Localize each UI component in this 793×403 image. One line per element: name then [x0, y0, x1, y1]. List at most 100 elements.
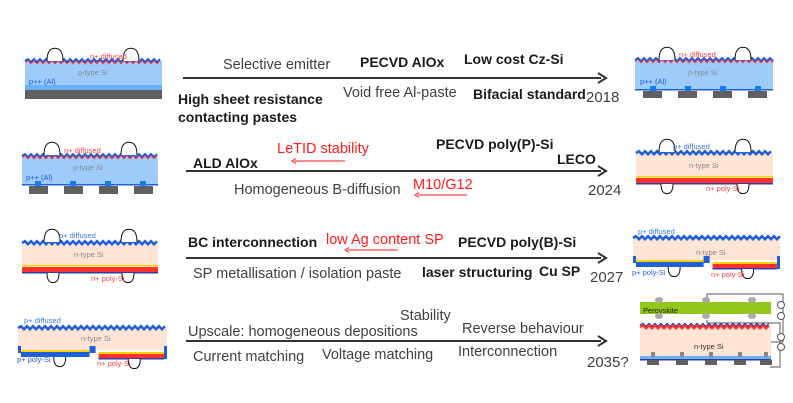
m10-backward-arrow-head — [414, 192, 420, 198]
cell4-n-type-label: n-type Si — [689, 161, 719, 170]
p-diffused-layer — [635, 149, 772, 156]
cell4-p-diffused-label: p+ diffused — [673, 142, 710, 151]
cell6-n-type-si-body — [633, 238, 780, 260]
cell8-perovskite-label: Perovskite — [643, 306, 678, 315]
rear-contact — [676, 360, 688, 365]
row3-low-ag-content-sp: low Ag content SP — [326, 232, 444, 248]
cell4-n-poly-label: n+ poly-Si — [706, 184, 740, 193]
cell6-n-type-label: n-type Si — [696, 248, 726, 257]
row2-letid-stability: LeTID stability — [277, 141, 369, 157]
rear-finger — [748, 91, 767, 98]
rear-passivation — [640, 359, 771, 361]
cell1-p-type-label: p-type Si — [78, 68, 108, 77]
local-bsf — [720, 86, 726, 91]
row3-bc-interconnection: BC interconnection — [188, 234, 318, 250]
row2-ald-alox: ALD AlOx — [193, 155, 258, 171]
terminal-icon — [777, 333, 785, 341]
row4-interconnection: Interconnection — [458, 344, 558, 360]
p-type-si-body — [635, 61, 773, 90]
rear-passivation — [635, 89, 773, 91]
rear-passivation — [22, 272, 158, 274]
cell6-edge-p — [633, 256, 636, 263]
cell3-p-type-label: p-type Si — [73, 163, 103, 172]
row1-year: 2018 — [586, 89, 620, 106]
terminal-icon — [777, 301, 785, 309]
row4-current-matching: Current matching — [193, 349, 305, 365]
rear-contact — [705, 360, 717, 365]
cell7-n-type-label: n-type Si — [81, 334, 111, 343]
cell2-n-diffused-label: n+ diffused — [679, 50, 716, 59]
cell7-trench-wall — [89, 346, 96, 353]
contact-finger — [120, 228, 138, 243]
contact-finger — [734, 46, 752, 61]
local-bsf — [140, 181, 146, 186]
n-type-si-body — [636, 153, 773, 177]
contact-finger — [658, 138, 676, 153]
contact-finger — [122, 47, 140, 62]
row2-pecvd-polyp-si: PECVD poly(P)-Si — [436, 136, 554, 152]
cell6-n-poly-si — [712, 264, 777, 268]
row3-year: 2027 — [590, 269, 624, 286]
rear-finger — [643, 91, 662, 98]
rear-finger — [678, 91, 697, 98]
perovskite-contact — [748, 297, 756, 303]
local-bsf — [650, 86, 656, 91]
contact-finger — [121, 272, 135, 284]
cell6-p-diffused-layer — [632, 234, 781, 241]
cell7-p-poly-label: p+ poly-Si — [17, 355, 51, 364]
tunnel-oxide — [22, 265, 158, 267]
contact-finger — [53, 356, 67, 368]
cell7-n-type-si-body — [18, 328, 167, 350]
cell6-p-poly-si — [636, 262, 704, 267]
cell7-n-poly-label: n+ poly-Si — [97, 359, 131, 368]
front-passivation — [639, 322, 770, 327]
rear-contact-via — [680, 352, 684, 357]
cell6-tunnel-oxide-n — [712, 262, 777, 264]
row4-year: 2035? — [587, 354, 629, 371]
row3-sp-metallisation: SP metallisation / isolation paste — [193, 266, 402, 282]
cell3-p-al-label: p++ (Al) — [26, 173, 53, 182]
low-ag-backward-arrow-head — [344, 247, 350, 253]
row4-voltage-matching: Voltage matching — [322, 347, 434, 363]
rear-finger — [64, 186, 83, 194]
n-diffused-layer — [24, 59, 161, 65]
rear-passivation — [636, 183, 773, 185]
cell7-edge-p — [18, 346, 21, 353]
row4-reverse-behaviour: Reverse behaviour — [462, 321, 584, 337]
n-poly-si-layer — [22, 267, 158, 272]
cell7-p-diffused-layer — [17, 324, 166, 331]
contact-finger — [120, 141, 138, 156]
row3-pecvd-polyb-si: PECVD poly(B)-Si — [458, 234, 577, 250]
terminal-icon — [777, 312, 785, 320]
perovskite-contact — [748, 313, 756, 319]
contact-finger — [667, 266, 681, 278]
row4-upscale: Upscale: homogeneous depositions — [188, 324, 418, 340]
perovskite-contact — [702, 313, 710, 319]
cell2-p-type-label: p-type Si — [688, 68, 718, 77]
row1-selective-emitter: Selective emitter — [223, 57, 331, 73]
cell7-p-poly-si — [21, 352, 90, 357]
row2-homogeneous-b-diffusion: Homogeneous B-diffusion — [234, 182, 401, 198]
cell1-n-diffused-label: n+ diffused — [90, 52, 127, 61]
rear-finger — [134, 186, 153, 194]
cell7-tunnel-oxide-n — [98, 352, 164, 354]
tandem-top-wire — [706, 293, 784, 343]
n-diffused-layer — [634, 58, 774, 64]
cell1-p-al-label: p++ (Al) — [29, 77, 56, 86]
row1-bifacial-standard: Bifacial standard — [473, 86, 586, 102]
perovskite-contact — [655, 313, 663, 319]
contact-finger — [660, 183, 674, 195]
p-al-layer — [25, 85, 162, 90]
cell5-p-diffused-label: p+ diffused — [59, 231, 96, 240]
perovskite-layer — [640, 302, 771, 314]
row1-low-cost-cz-si: Low cost Cz-Si — [464, 51, 564, 67]
cell6-trench-wall — [703, 256, 710, 263]
row1-void-free-al-paste: Void free Al-paste — [343, 85, 457, 101]
front-passivation — [21, 152, 158, 159]
local-bsf — [755, 86, 761, 91]
rear-finger — [99, 186, 118, 194]
cell6-p-poly-label: p+ poly-Si — [632, 268, 666, 277]
row4-stability: Stability — [400, 308, 451, 324]
local-bsf — [70, 181, 76, 186]
tunnel-oxide — [636, 176, 773, 178]
